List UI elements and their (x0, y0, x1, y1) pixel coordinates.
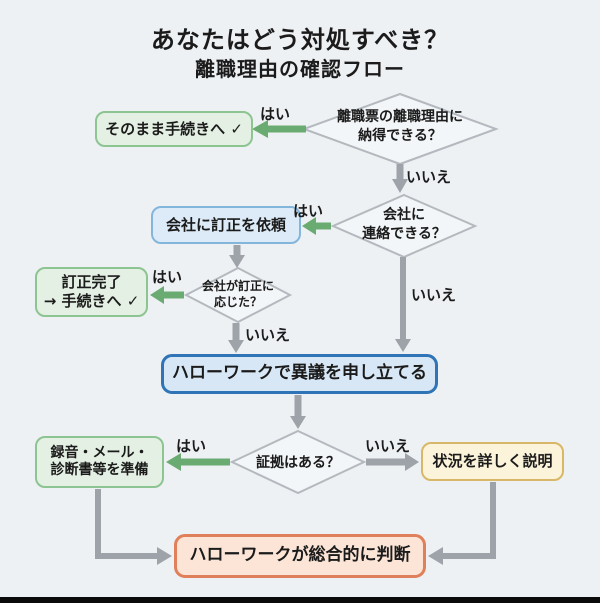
edge-label-no-2: いいえ (245, 326, 291, 344)
decision-diamond-corrected (183, 266, 293, 324)
connector-prepare-evidence-to-final-icon (95, 489, 172, 565)
arrow-no-contactable-to-objection-icon (395, 257, 411, 352)
edge-label-yes-3: はい (152, 268, 183, 286)
edge-label-yes-1: はい (260, 105, 291, 123)
arrow-yes-to-prepare-evidence-icon (166, 453, 230, 471)
decision-diamond-evidence (229, 429, 367, 495)
edge-label-no-4: いいえ (365, 437, 411, 455)
node-proceed: そのまま手続きへ ✓ (95, 111, 253, 147)
edge-label-yes-4: はい (176, 437, 207, 455)
arrow-objection-to-evidence-icon (290, 395, 306, 429)
connector-explain-to-final-icon (428, 482, 496, 565)
arrow-no-corrected-to-objection-icon (228, 323, 244, 353)
node-final-judgment: ハローワークが総合的に判断 (174, 534, 426, 578)
page-subtitle: 離職理由の確認フロー (195, 57, 405, 81)
arrow-yes-to-request-icon (302, 217, 331, 235)
node-objection: ハローワークで異議を申し立てる (161, 354, 438, 394)
arrow-no-to-explain-icon (366, 453, 419, 471)
edge-label-no-3: いいえ (411, 286, 457, 304)
decision-evidence-text: 証拠はある？ (256, 455, 340, 471)
node-prepare-evidence: 録音・メール・ 診断書等を準備 (35, 436, 164, 488)
bottom-black-bar (0, 597, 600, 603)
edge-label-no-1: いいえ (406, 168, 452, 186)
arrow-request-to-corrected-icon (229, 245, 245, 268)
node-correction-done: 訂正完了 → 手続きへ ✓ (35, 267, 148, 317)
edge-label-yes-2: はい (293, 202, 324, 220)
arrow-yes-to-proceed-icon (252, 120, 306, 138)
node-explain-situation: 状況を詳しく説明 (421, 442, 564, 481)
arrow-no-satisfied-down-icon (392, 164, 408, 193)
decision-corrected-text: 会社が訂正に 応じた？ (201, 279, 274, 310)
decision-contactable-text: 会社に 連絡できる？ (362, 207, 446, 242)
node-request-correction: 会社に訂正を依頼 (151, 206, 301, 244)
page-title: あなたはどう対処すべき？ (150, 26, 450, 54)
arrow-yes-to-correction-done-icon (150, 286, 184, 304)
decision-satisfied-text: 離職票の離職理由に 納得できる？ (337, 109, 463, 144)
